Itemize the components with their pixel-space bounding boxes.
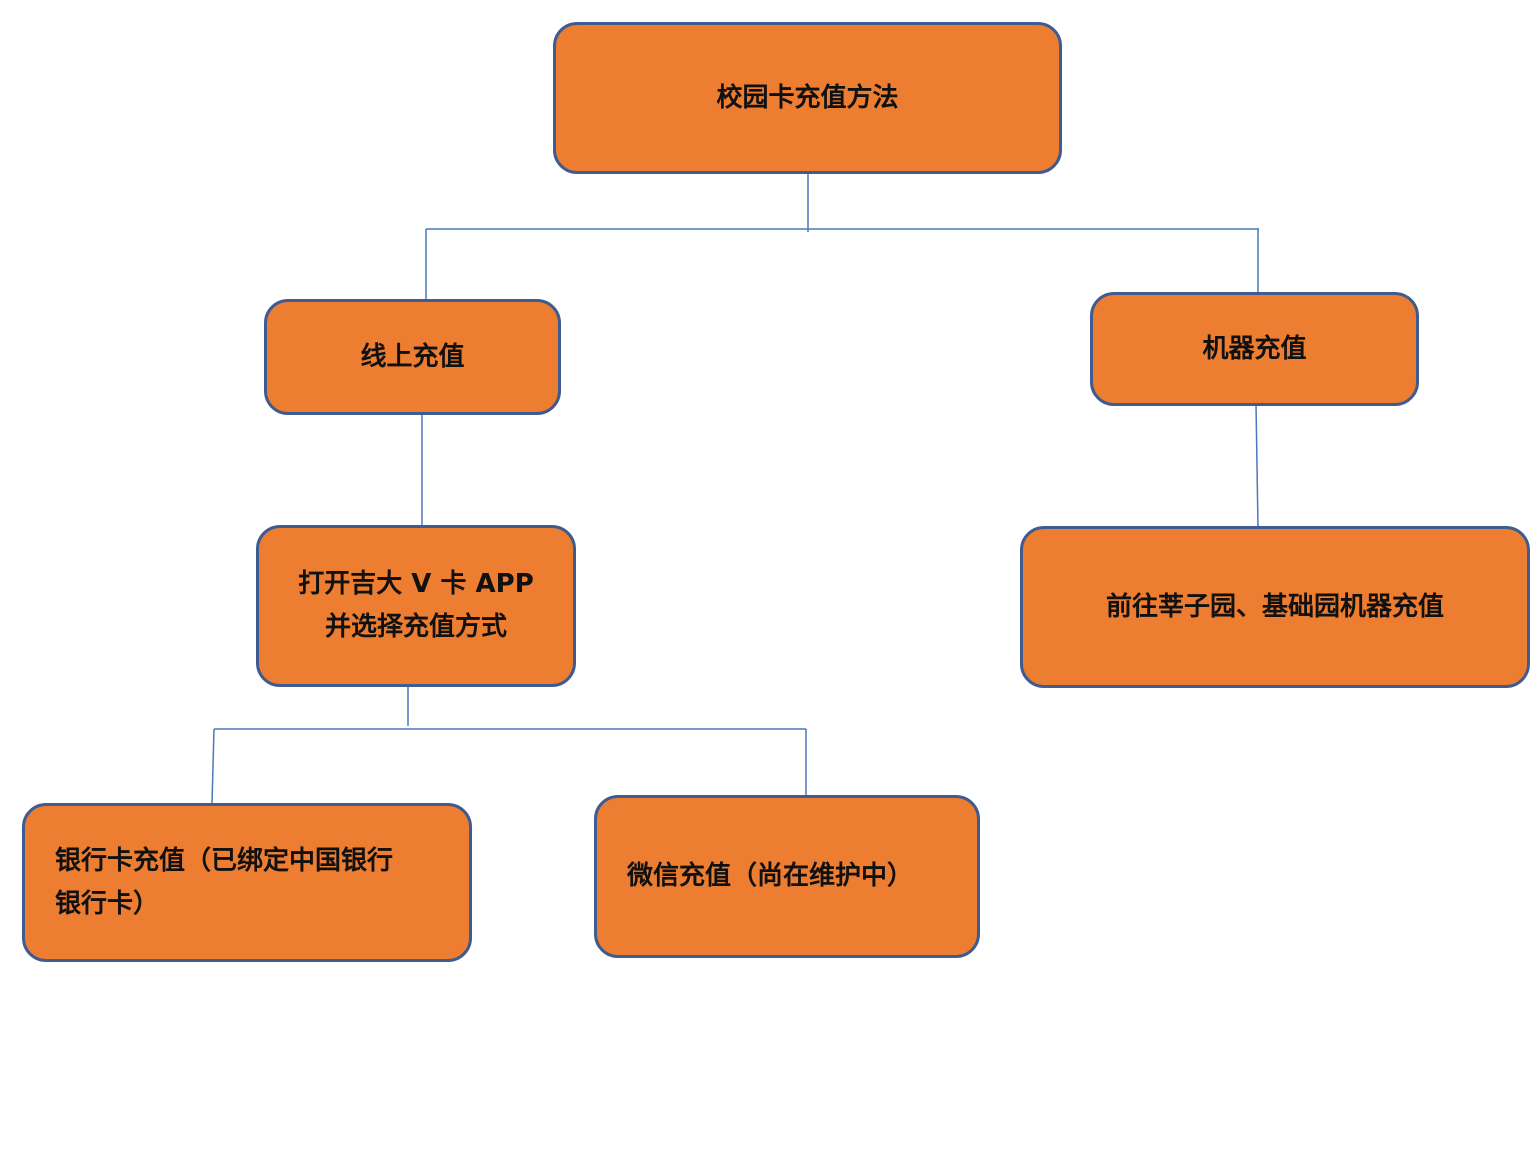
root-node-label: 校园卡充值方法 bbox=[716, 82, 899, 113]
machine-location-node: 前往莘子园、基础园机器充值 bbox=[1020, 526, 1530, 688]
machine-location-label: 前往莘子园、基础园机器充值 bbox=[1105, 591, 1444, 622]
machine-recharge-label: 机器充值 bbox=[1202, 333, 1307, 364]
wechat-node: 微信充值（尚在维护中） bbox=[594, 795, 980, 958]
connector-machine-to-location bbox=[1255, 403, 1259, 528]
bank-card-node: 银行卡充值（已绑定中国银行 银行卡） bbox=[22, 803, 472, 962]
connector-to-bank-card bbox=[211, 728, 215, 805]
wechat-label: 微信充值（尚在维护中） bbox=[627, 861, 914, 891]
root-node: 校园卡充值方法 bbox=[553, 22, 1062, 174]
online-recharge-node: 线上充值 bbox=[264, 299, 561, 415]
app-step-label: 打开吉大 V 卡 APP 并选择充值方式 bbox=[298, 569, 534, 642]
bank-card-label: 银行卡充值（已绑定中国银行 银行卡） bbox=[55, 845, 394, 919]
app-step-node: 打开吉大 V 卡 APP 并选择充值方式 bbox=[256, 525, 576, 687]
online-recharge-label: 线上充值 bbox=[360, 341, 465, 372]
machine-recharge-node: 机器充值 bbox=[1090, 292, 1419, 406]
